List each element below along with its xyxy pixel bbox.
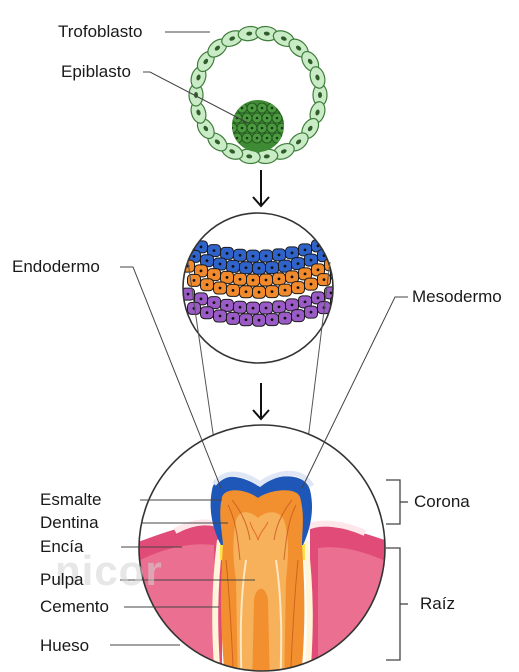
epiblast-cell <box>277 103 287 113</box>
arrow-down-icon <box>253 383 269 419</box>
label-epiblasto: Epiblasto <box>61 63 131 80</box>
label-trofoblasto: Trofoblasto <box>58 23 142 40</box>
epiblast-cell <box>227 123 237 133</box>
label-dentina: Dentina <box>40 514 99 531</box>
label-hueso: Hueso <box>40 637 89 654</box>
label-corona: Corona <box>414 493 470 510</box>
epiblast-cell <box>282 113 292 123</box>
label-mesodermo: Mesodermo <box>412 288 502 305</box>
label-raiz: Raíz <box>420 595 455 612</box>
label-cemento: Cemento <box>40 598 109 615</box>
tooth-magnifier <box>130 420 400 672</box>
label-encia: Encía <box>40 538 83 555</box>
germ-layer-cell <box>325 235 338 247</box>
arrow-down-icon <box>253 170 269 206</box>
germ-layer-cell <box>182 236 195 248</box>
epiblast-cell <box>227 103 237 113</box>
crown-bracket <box>386 480 408 524</box>
root-bracket <box>386 548 408 660</box>
blastocyst <box>189 25 328 165</box>
label-pulpa: Pulpa <box>40 571 83 588</box>
label-endodermo: Endodermo <box>12 258 100 275</box>
germ-layers-magnifier <box>180 210 344 370</box>
germ-layer-cell <box>331 244 344 256</box>
label-esmalte: Esmalte <box>40 491 101 508</box>
